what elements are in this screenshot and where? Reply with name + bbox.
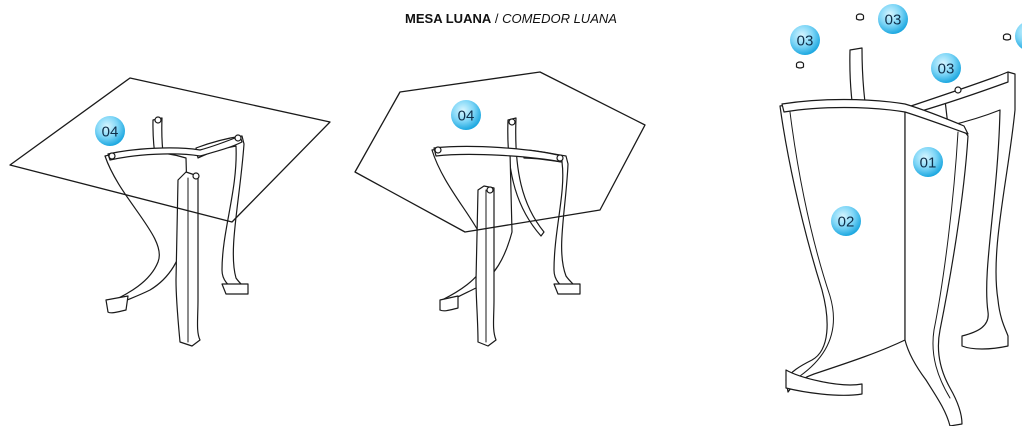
hexagon-table-cap-3 — [556, 154, 564, 162]
callout-square-glass-label: 04 — [102, 124, 119, 141]
callout-cap-right-label: 03 — [938, 61, 955, 78]
title-name-italic: COMEDOR LUANA — [502, 11, 617, 26]
square-table-cap-4 — [192, 172, 200, 180]
hexagon-table-back-panel — [507, 117, 545, 237]
callout-cap-top: 03 — [878, 4, 908, 34]
callout-cap-top-label: 03 — [885, 12, 902, 29]
exploded-cap-mounted — [954, 86, 962, 94]
square-table-cap-3 — [234, 134, 242, 142]
square-table-top-rail — [107, 135, 243, 161]
exploded-cap-piece-top — [855, 13, 865, 21]
square-table-foot-left — [105, 295, 129, 314]
square-table-foot-right — [221, 283, 249, 295]
exploded-left-panel — [779, 100, 906, 393]
square-table-cap-2 — [154, 116, 162, 124]
callout-edge-partial — [1015, 23, 1022, 49]
exploded-cap-piece-left — [795, 61, 805, 69]
callout-cap-left: 03 — [790, 25, 820, 55]
callout-front-panel: 01 — [913, 147, 943, 177]
square-glass-top — [9, 77, 331, 223]
callout-hexagon-glass: 04 — [451, 100, 481, 130]
callout-square-glass: 04 — [95, 116, 125, 146]
exploded-front-panel-edge — [932, 131, 959, 399]
hexagon-table-cap-4 — [486, 186, 494, 194]
exploded-left-panel-edge — [789, 111, 834, 377]
callout-cap-right: 03 — [931, 53, 961, 83]
exploded-base-assembly — [779, 13, 1016, 426]
exploded-top-rail-left — [781, 98, 969, 135]
hexagon-table-foot-right — [553, 283, 581, 295]
square-glass-table — [9, 77, 331, 347]
title-name-bold: MESA LUANA — [405, 11, 492, 26]
title-separator: / — [491, 11, 503, 26]
hexagon-glass-top — [354, 71, 646, 233]
exploded-left-foot — [785, 369, 863, 396]
square-table-cap-1 — [108, 152, 116, 160]
callout-cap-left-label: 03 — [797, 33, 814, 50]
exploded-cap-piece-right — [1002, 33, 1012, 41]
diagram-title: MESA LUANA / COMEDOR LUANA — [0, 11, 1022, 26]
hexagon-table-cap-2 — [508, 118, 516, 126]
hexagon-table-top-rail — [433, 145, 563, 163]
hexagon-glass-table — [354, 71, 646, 347]
callout-left-panel: 02 — [831, 206, 861, 236]
callout-left-panel-label: 02 — [838, 214, 855, 231]
hexagon-table-foot-left — [439, 295, 459, 312]
callout-front-panel-label: 01 — [920, 155, 937, 172]
hexagon-table-cap-1 — [434, 146, 442, 154]
hexagon-table-left-wing — [431, 146, 513, 311]
exploded-front-panel — [904, 105, 969, 426]
callout-hexagon-glass-label: 04 — [458, 108, 475, 125]
